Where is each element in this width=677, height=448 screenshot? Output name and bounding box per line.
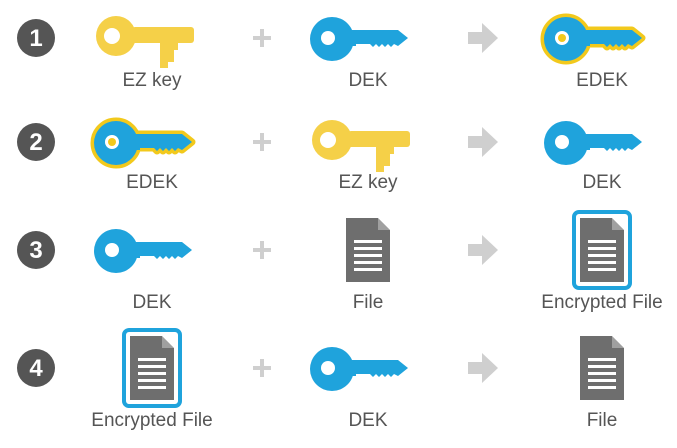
ez-key-icon	[96, 16, 194, 68]
plus-icon	[253, 133, 271, 151]
dek-key-icon	[310, 17, 408, 61]
right-label: File	[352, 292, 384, 313]
step-number: 4	[29, 355, 43, 382]
step-number-badge: 3	[17, 231, 55, 269]
step-number: 2	[29, 129, 42, 156]
left-label: DEK	[132, 292, 172, 313]
step-number-badge: 1	[17, 19, 55, 57]
step-row-graphic: 4	[17, 328, 624, 408]
edek-key-icon	[90, 117, 196, 169]
result-label: DEK	[582, 172, 622, 193]
step-row-1: 1 EZ key DEK EDEK	[0, 0, 677, 100]
arrow-right-icon	[468, 235, 498, 265]
step-number-badge: 2	[17, 123, 55, 161]
step-number: 1	[29, 25, 42, 52]
left-label: EDEK	[126, 172, 178, 193]
right-label: DEK	[348, 70, 388, 91]
plus-icon	[253, 241, 271, 259]
dek-key-icon	[310, 347, 408, 391]
dek-key-icon	[94, 229, 192, 273]
file-icon	[346, 218, 390, 282]
plus-icon	[253, 29, 271, 47]
edek-key-icon	[540, 13, 646, 65]
step-row-graphic: 1	[17, 13, 646, 68]
arrow-right-icon	[468, 23, 498, 53]
file-icon	[580, 336, 624, 400]
step-number-badge: 4	[17, 349, 55, 387]
right-label: DEK	[348, 410, 388, 431]
step-row-graphic: 2	[17, 117, 642, 172]
result-label: File	[586, 410, 618, 431]
left-label: Encrypted File	[91, 410, 213, 431]
encrypted-file-icon	[122, 328, 182, 408]
arrow-right-icon	[468, 353, 498, 383]
ez-key-icon	[312, 120, 410, 172]
right-label: EZ key	[338, 172, 398, 193]
dek-key-icon	[544, 121, 642, 165]
step-number: 3	[29, 237, 42, 264]
result-label: EDEK	[576, 70, 628, 91]
result-label: Encrypted File	[541, 292, 663, 313]
left-label: EZ key	[122, 70, 182, 91]
arrow-right-icon	[468, 127, 498, 157]
encrypted-file-icon	[572, 210, 632, 290]
step-row-graphic: 3	[17, 210, 632, 290]
plus-icon	[253, 359, 271, 377]
